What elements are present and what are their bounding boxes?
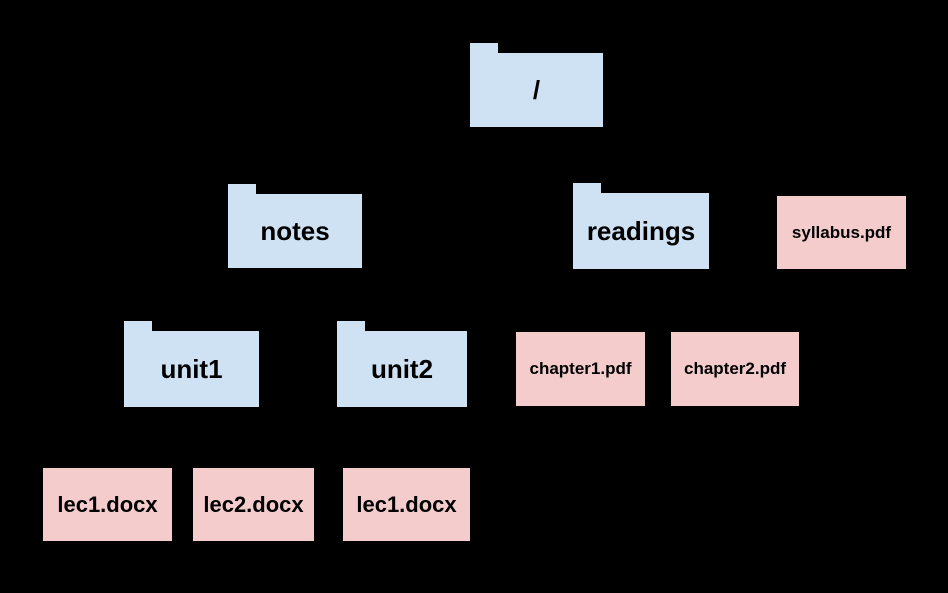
folder-notes-label: notes [260, 215, 330, 246]
folder-root-label: / [532, 74, 541, 105]
file-lec2-docx-unit1: lec2.docx [193, 468, 314, 541]
file-chapter1-pdf: chapter1.pdf [516, 332, 645, 406]
folder-root: / [470, 43, 603, 127]
folder-unit1: unit1 [124, 321, 259, 407]
folder-unit2-label: unit2 [370, 353, 434, 384]
file-syllabus-pdf-label: syllabus.pdf [791, 222, 892, 242]
file-lec1-docx-unit1: lec1.docx [43, 468, 172, 541]
file-lec1-docx-unit2-label: lec1.docx [356, 491, 457, 517]
file-lec1-docx-unit1-label: lec1.docx [57, 491, 158, 517]
file-chapter2-pdf-label: chapter2.pdf [683, 359, 787, 378]
file-lec2-docx-unit1-label: lec2.docx [203, 491, 304, 517]
file-lec1-docx-unit2: lec1.docx [343, 468, 470, 541]
folder-readings-label: readings [586, 215, 696, 246]
file-chapter2-pdf: chapter2.pdf [671, 332, 799, 406]
folder-unit2: unit2 [337, 321, 467, 407]
folder-readings: readings [573, 183, 709, 269]
folder-notes: notes [228, 184, 362, 268]
file-syllabus-pdf: syllabus.pdf [777, 196, 906, 269]
file-chapter1-pdf-label: chapter1.pdf [529, 359, 632, 378]
folder-unit1-label: unit1 [160, 353, 223, 384]
